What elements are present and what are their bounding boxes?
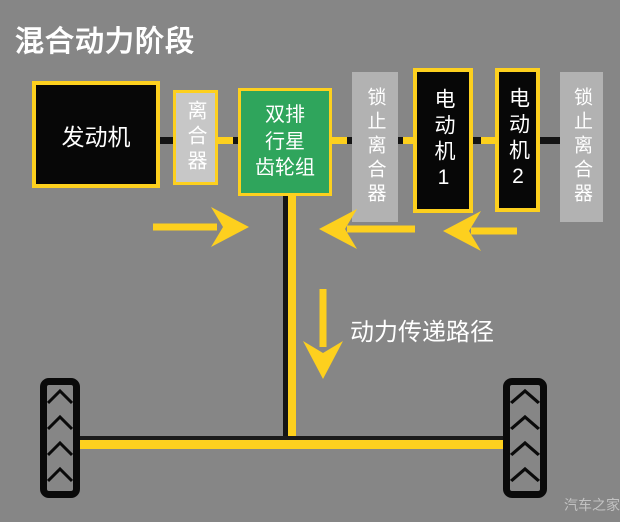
node-planetary-gearset: 双排 行星 齿轮组	[238, 88, 332, 196]
shaft-segment-engine-clutch	[160, 137, 174, 144]
node-clutch: 离合器	[173, 90, 218, 185]
node-lockup-clutch-2-label: 锁止离合器	[571, 87, 592, 207]
flow-arrow-left-2-icon	[443, 209, 517, 253]
output-shaft-shadow-line	[283, 193, 288, 440]
node-lockup-clutch-1-label: 锁止离合器	[364, 87, 386, 207]
node-engine: 发动机	[32, 81, 160, 188]
flow-arrow-right-icon	[153, 205, 249, 249]
wheel-left	[40, 378, 80, 498]
node-clutch-label: 离合器	[184, 100, 206, 175]
flow-arrow-left-1-icon	[319, 207, 415, 251]
node-motor-2: 电动机2	[495, 68, 540, 212]
wheel-right	[503, 378, 547, 498]
axle-line	[78, 440, 507, 449]
power-path-overlay-lockup1-motor1	[403, 137, 414, 144]
power-path-overlay-motor1-motor2	[481, 137, 495, 144]
output-shaft-line	[288, 196, 296, 449]
wheel-tread-icon	[510, 388, 540, 483]
node-motor-1: 电动机1	[413, 68, 473, 213]
watermark: 汽车之家	[564, 497, 620, 513]
node-motor-2-label: 电动机2	[506, 87, 530, 193]
wheel-tread-icon	[47, 388, 73, 483]
node-lockup-clutch-2: 锁止离合器	[560, 72, 603, 222]
power-path-overlay-gearset-lockup1	[331, 137, 347, 144]
power-path-overlay-clutch-gearset	[217, 137, 233, 144]
axle-shadow-line	[80, 436, 505, 440]
node-lockup-clutch-1: 锁止离合器	[352, 72, 398, 222]
flow-path-label: 动力传递路径	[350, 319, 494, 346]
node-planetary-gearset-label: 双排 行星 齿轮组	[255, 104, 315, 180]
shaft-segment-motor2-lockup2	[539, 137, 560, 144]
node-engine-label: 发动机	[61, 123, 131, 150]
flow-arrow-down-icon	[301, 289, 345, 379]
node-motor-1-label: 电动机1	[432, 87, 455, 194]
page-title: 混合动力阶段	[15, 26, 196, 58]
